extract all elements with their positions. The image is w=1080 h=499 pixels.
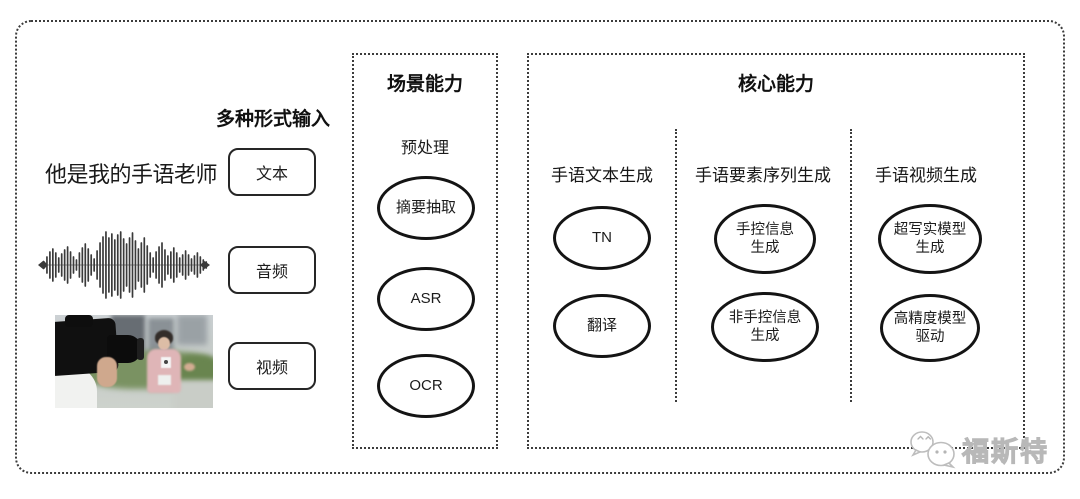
watermark: 福斯特 — [908, 428, 1049, 470]
node-translation: 翻译 — [553, 294, 651, 358]
column-header-sl-text-generation: 手语文本生成 — [551, 166, 653, 185]
input-type-text-label: 文本 — [255, 166, 288, 183]
reporter-hand — [184, 363, 195, 371]
core-capability-box: 核心能力 手语文本生成 TN 翻译 手语要素序列生成 手控信息 生成 非手控信息… — [527, 53, 1025, 449]
column-divider — [850, 129, 852, 402]
input-section-title: 多种形式输入 — [216, 109, 331, 130]
input-type-video-label: 视频 — [255, 360, 288, 377]
reporter-face — [158, 337, 170, 350]
node-ocr: OCR — [377, 354, 475, 418]
scene-capability-box: 场景能力 预处理 摘要抽取 ASR OCR — [352, 53, 498, 449]
photographer-hand — [97, 357, 117, 387]
mascot-icon — [910, 431, 956, 469]
reporter-notes — [158, 375, 171, 385]
column-header-sl-element-sequence-generation: 手语要素序列生成 — [695, 166, 831, 185]
scene-box-title: 场景能力 — [386, 74, 463, 95]
sample-sentence-text: 他是我的手语老师 — [45, 162, 218, 187]
node-high-precision-model-driving: 高精度模型 驱动 — [880, 294, 980, 362]
camera-lens-ring — [137, 338, 144, 360]
core-box-title: 核心能力 — [737, 74, 814, 95]
reporter-jacket — [147, 349, 181, 393]
input-type-video-box: 视频 — [228, 342, 316, 390]
column-header-sl-video-generation: 手语视频生成 — [875, 166, 977, 185]
preprocessing-label: 预处理 — [400, 140, 449, 157]
input-type-text-box: 文本 — [228, 148, 316, 196]
outer-border — [15, 20, 1065, 474]
node-asr: ASR — [377, 267, 475, 331]
mic-flag-logo — [164, 360, 168, 364]
node-hyperrealistic-model-generation: 超写实模型 生成 — [878, 204, 982, 274]
node-summary-extraction: 摘要抽取 — [377, 176, 475, 240]
input-type-audio-box: 音频 — [228, 246, 316, 294]
node-manual-feature-generation: 手控信息 生成 — [714, 204, 816, 274]
audio-waveform — [38, 231, 210, 299]
building-silhouette — [177, 315, 207, 345]
watermark-text: 福斯特 — [962, 436, 1049, 467]
input-type-audio-label: 音频 — [255, 264, 288, 281]
node-non-manual-feature-generation: 非手控信息 生成 — [711, 292, 819, 362]
camera-viewfinder — [65, 315, 93, 327]
video-thumbnail — [55, 315, 213, 408]
column-divider — [675, 129, 677, 402]
node-tn: TN — [553, 206, 651, 270]
